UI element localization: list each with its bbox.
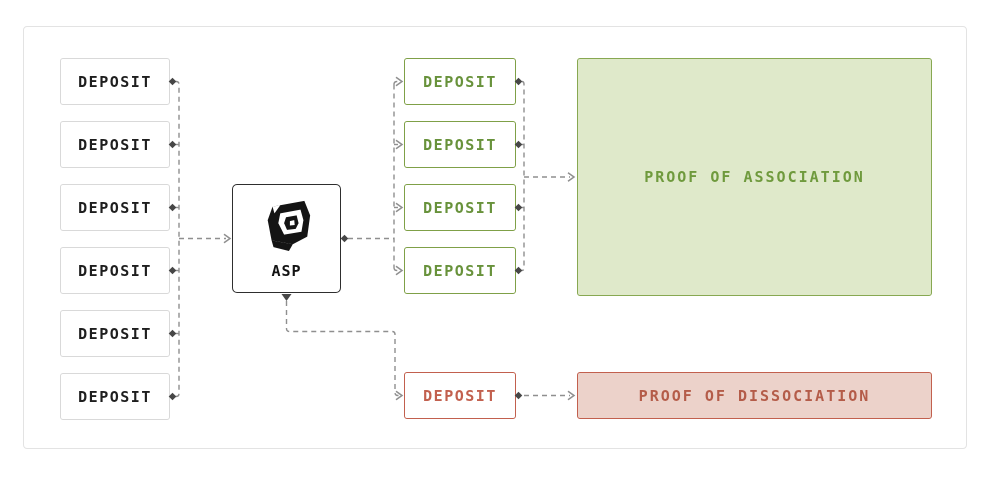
proof-of-dissociation-label: PROOF OF DISSOCIATION bbox=[638, 386, 871, 405]
proof-of-association-label: PROOF OF ASSOCIATION bbox=[644, 168, 865, 186]
deposit-label: DEPOSIT bbox=[78, 387, 152, 406]
deposit-node-associated-2: DEPOSIT bbox=[404, 121, 516, 168]
deposit-label: DEPOSIT bbox=[78, 135, 152, 154]
deposit-label: DEPOSIT bbox=[423, 135, 497, 154]
deposit-node-dissociated: DEPOSIT bbox=[404, 372, 516, 419]
asp-logo-icon bbox=[267, 200, 310, 252]
deposit-node-left-4: DEPOSIT bbox=[60, 247, 170, 294]
deposit-node-left-3: DEPOSIT bbox=[60, 184, 170, 231]
asp-node: ASP bbox=[232, 184, 341, 293]
asp-label: ASP bbox=[271, 262, 302, 280]
proof-of-association-box: PROOF OF ASSOCIATION bbox=[577, 58, 932, 296]
deposit-node-associated-3: DEPOSIT bbox=[404, 184, 516, 231]
deposit-node-left-5: DEPOSIT bbox=[60, 310, 170, 357]
deposit-label: DEPOSIT bbox=[78, 324, 152, 343]
proof-of-dissociation-box: PROOF OF DISSOCIATION bbox=[577, 372, 932, 419]
deposit-node-left-2: DEPOSIT bbox=[60, 121, 170, 168]
deposit-label: DEPOSIT bbox=[78, 261, 152, 280]
deposit-node-left-6: DEPOSIT bbox=[60, 373, 170, 420]
deposit-node-associated-1: DEPOSIT bbox=[404, 58, 516, 105]
deposit-label: DEPOSIT bbox=[423, 72, 497, 91]
deposit-label: DEPOSIT bbox=[78, 198, 152, 217]
deposit-label: DEPOSIT bbox=[423, 386, 497, 405]
deposit-label: DEPOSIT bbox=[423, 261, 497, 280]
deposit-label: DEPOSIT bbox=[423, 198, 497, 217]
deposit-node-left-1: DEPOSIT bbox=[60, 58, 170, 105]
deposit-label: DEPOSIT bbox=[78, 72, 152, 91]
deposit-node-associated-4: DEPOSIT bbox=[404, 247, 516, 294]
